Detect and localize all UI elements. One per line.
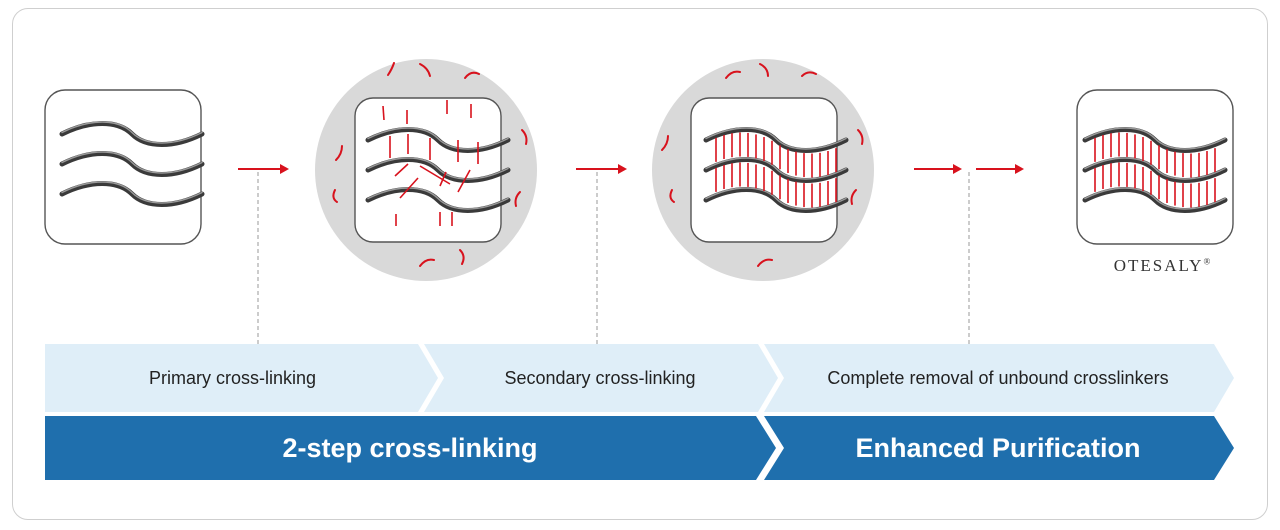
- step-chevron-1: [45, 344, 438, 412]
- registered-mark: ®: [1203, 256, 1211, 267]
- step-chevron-2: [424, 344, 778, 412]
- crosslinker-partial: [382, 100, 479, 226]
- purified-product-panel: [1076, 89, 1234, 245]
- raw-fiber-panel: [44, 89, 202, 245]
- phase-label-purification: Enhanced Purification: [855, 432, 1141, 463]
- connector-lines: [257, 172, 970, 344]
- step-label-primary: Primary cross-linking: [148, 367, 317, 388]
- process-arrow: [914, 164, 962, 174]
- phase-chevron-1: [45, 416, 776, 480]
- step-chevron-3: [764, 344, 1234, 412]
- crosslinker-loose: [332, 62, 528, 267]
- process-arrow: [976, 164, 1024, 174]
- phase-label-crosslinking: 2-step cross-linking: [282, 432, 538, 463]
- phase-chevron-2: [764, 416, 1234, 480]
- process-arrow: [576, 164, 627, 174]
- step-label-secondary: Secondary cross-linking: [504, 367, 696, 388]
- step-band: [45, 344, 1234, 412]
- primary-crosslink-panel: [315, 59, 537, 281]
- brand-logo: OTESALY®: [1092, 256, 1232, 276]
- brand-name: OTESALY: [1113, 256, 1204, 275]
- phase-band: [45, 416, 1234, 480]
- secondary-crosslink-panel: [652, 59, 874, 281]
- step-label-removal: Complete removal of unbound crosslinkers: [827, 367, 1169, 388]
- process-arrow: [238, 164, 289, 174]
